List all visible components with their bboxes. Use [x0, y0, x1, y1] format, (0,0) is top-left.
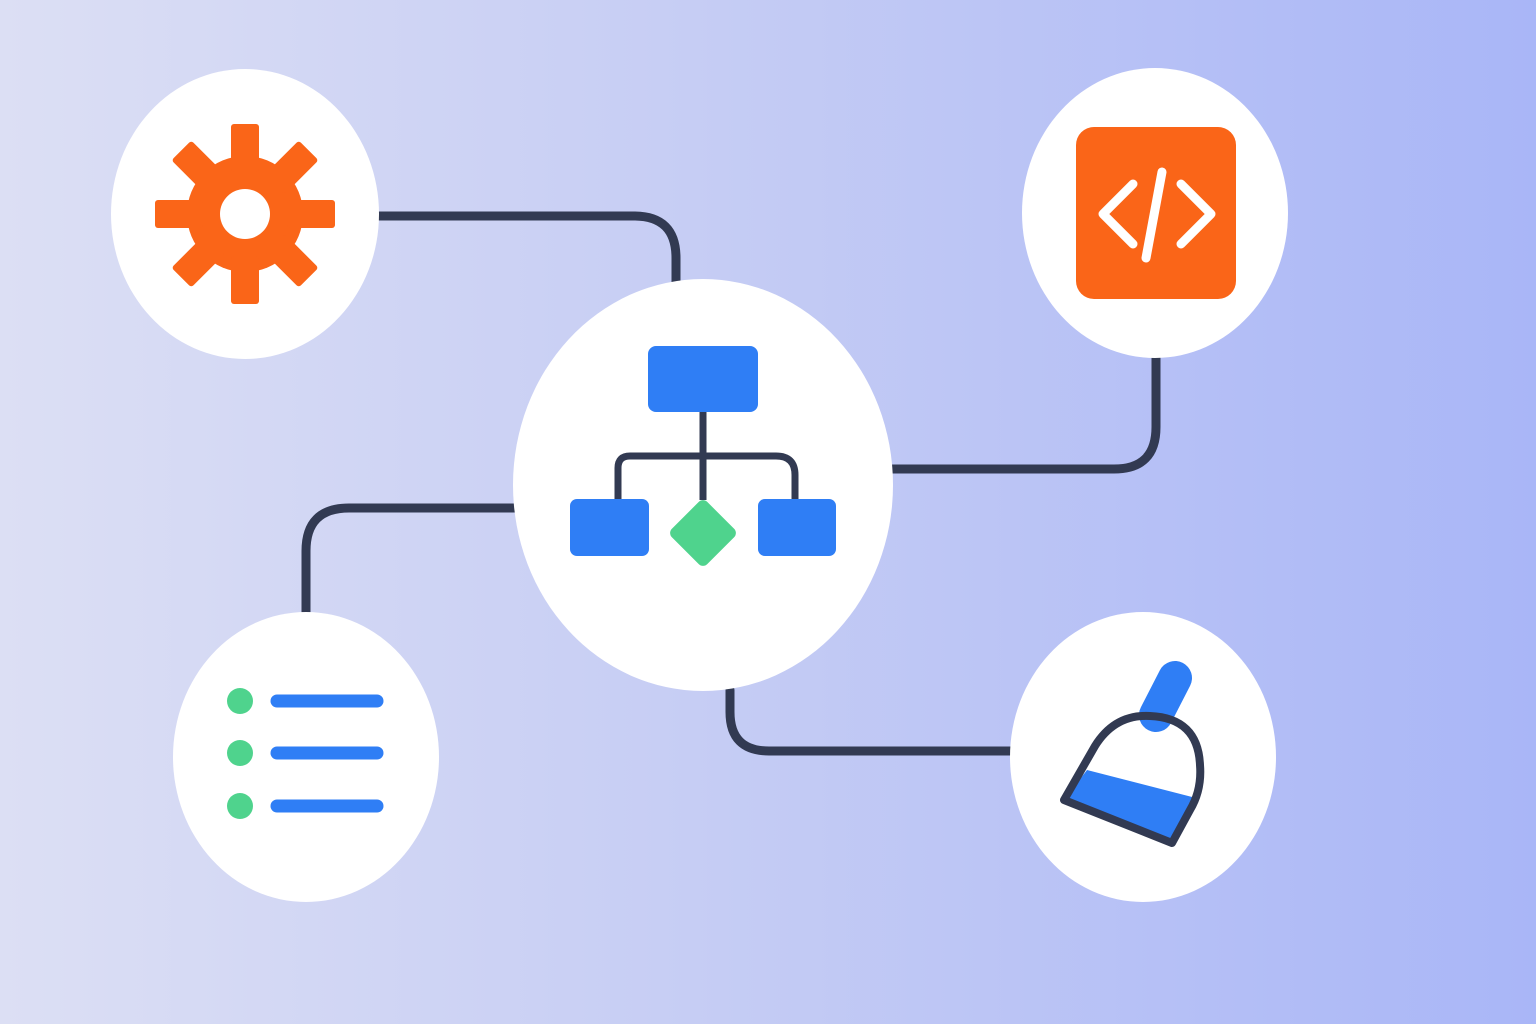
list-icon	[227, 688, 384, 819]
connector-hub-code	[885, 351, 1161, 474]
connector-hub-cleanup	[725, 685, 1017, 756]
dustpan-icon	[1060, 661, 1205, 847]
code-icon	[1076, 127, 1236, 299]
connector-settings-hub	[370, 211, 681, 287]
node-cleanup[interactable]	[1010, 612, 1276, 902]
gear-icon	[155, 124, 335, 304]
connectors	[301, 211, 1161, 756]
flowchart-icon	[570, 346, 836, 566]
connector-list-hub	[301, 503, 520, 617]
